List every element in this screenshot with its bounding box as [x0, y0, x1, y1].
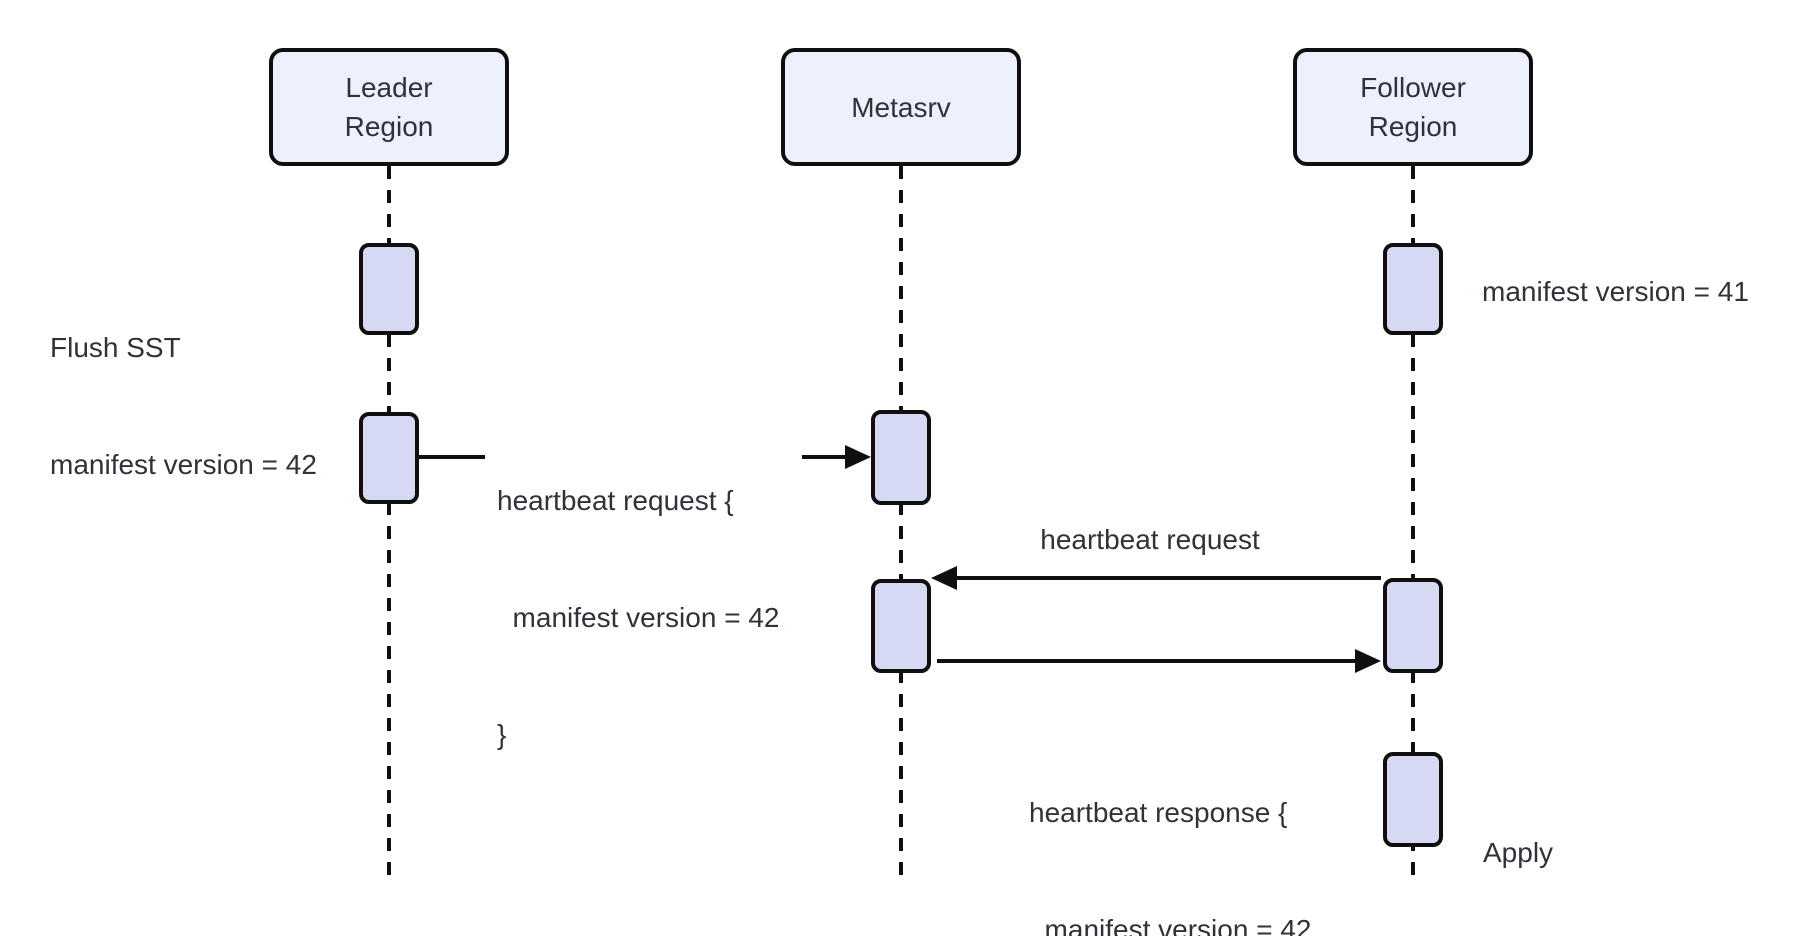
actor-metasrv: Metasrv — [781, 48, 1021, 166]
message-2-arrowhead-left-icon — [931, 566, 957, 590]
message-1-arrowhead-right-icon — [845, 445, 871, 469]
activation-metasrv-respond — [871, 579, 931, 673]
actor-follower-region: Follower Region — [1293, 48, 1533, 166]
activation-metasrv-receive — [871, 410, 931, 505]
actor-leader-region: Leader Region — [269, 48, 509, 166]
message-1-label: heartbeat request { manifest version = 4… — [491, 403, 786, 832]
message-3-label-line: heartbeat response { — [1029, 797, 1288, 828]
message-2-label: heartbeat request — [1040, 524, 1260, 555]
lifeline-leader-region — [387, 166, 391, 878]
activation-leader-flush — [359, 243, 419, 335]
message-1-label-line: heartbeat request { — [497, 485, 734, 516]
lifeline-follower-region — [1411, 166, 1415, 881]
actor-label: Follower — [1360, 72, 1466, 103]
activation-leader-heartbeat — [359, 412, 419, 504]
message-1-line-start — [419, 455, 485, 459]
message-1-label-line: manifest version = 42 — [497, 602, 780, 633]
annotation-line: Flush SST — [50, 332, 181, 363]
activation-follower-heartbeat — [1383, 578, 1443, 673]
actor-label: Region — [344, 111, 434, 142]
message-3-label: heartbeat response { manifest version = … — [1029, 715, 1311, 936]
activation-follower-v41 — [1383, 243, 1443, 335]
message-3-line — [937, 659, 1357, 663]
annotation-follower-version: manifest version = 41 — [1482, 276, 1749, 307]
annotation-apply: Apply manifest version = 42 — [1483, 755, 1750, 936]
actor-label: Leader — [345, 72, 433, 103]
annotation-line: manifest version = 42 — [50, 449, 317, 480]
annotation-line: Apply — [1483, 837, 1554, 868]
message-2-line — [955, 576, 1381, 580]
annotation-flush-sst: Flush SST manifest version = 42 — [50, 250, 317, 562]
message-1-line-end — [802, 455, 847, 459]
actor-label: Region — [1368, 111, 1458, 142]
message-3-arrowhead-right-icon — [1355, 649, 1381, 673]
lifeline-metasrv — [899, 166, 903, 878]
activation-follower-apply — [1383, 752, 1443, 847]
message-1-label-line: } — [497, 719, 507, 750]
message-3-label-line: manifest version = 42 — [1029, 914, 1312, 936]
actor-label: Metasrv — [851, 91, 951, 123]
